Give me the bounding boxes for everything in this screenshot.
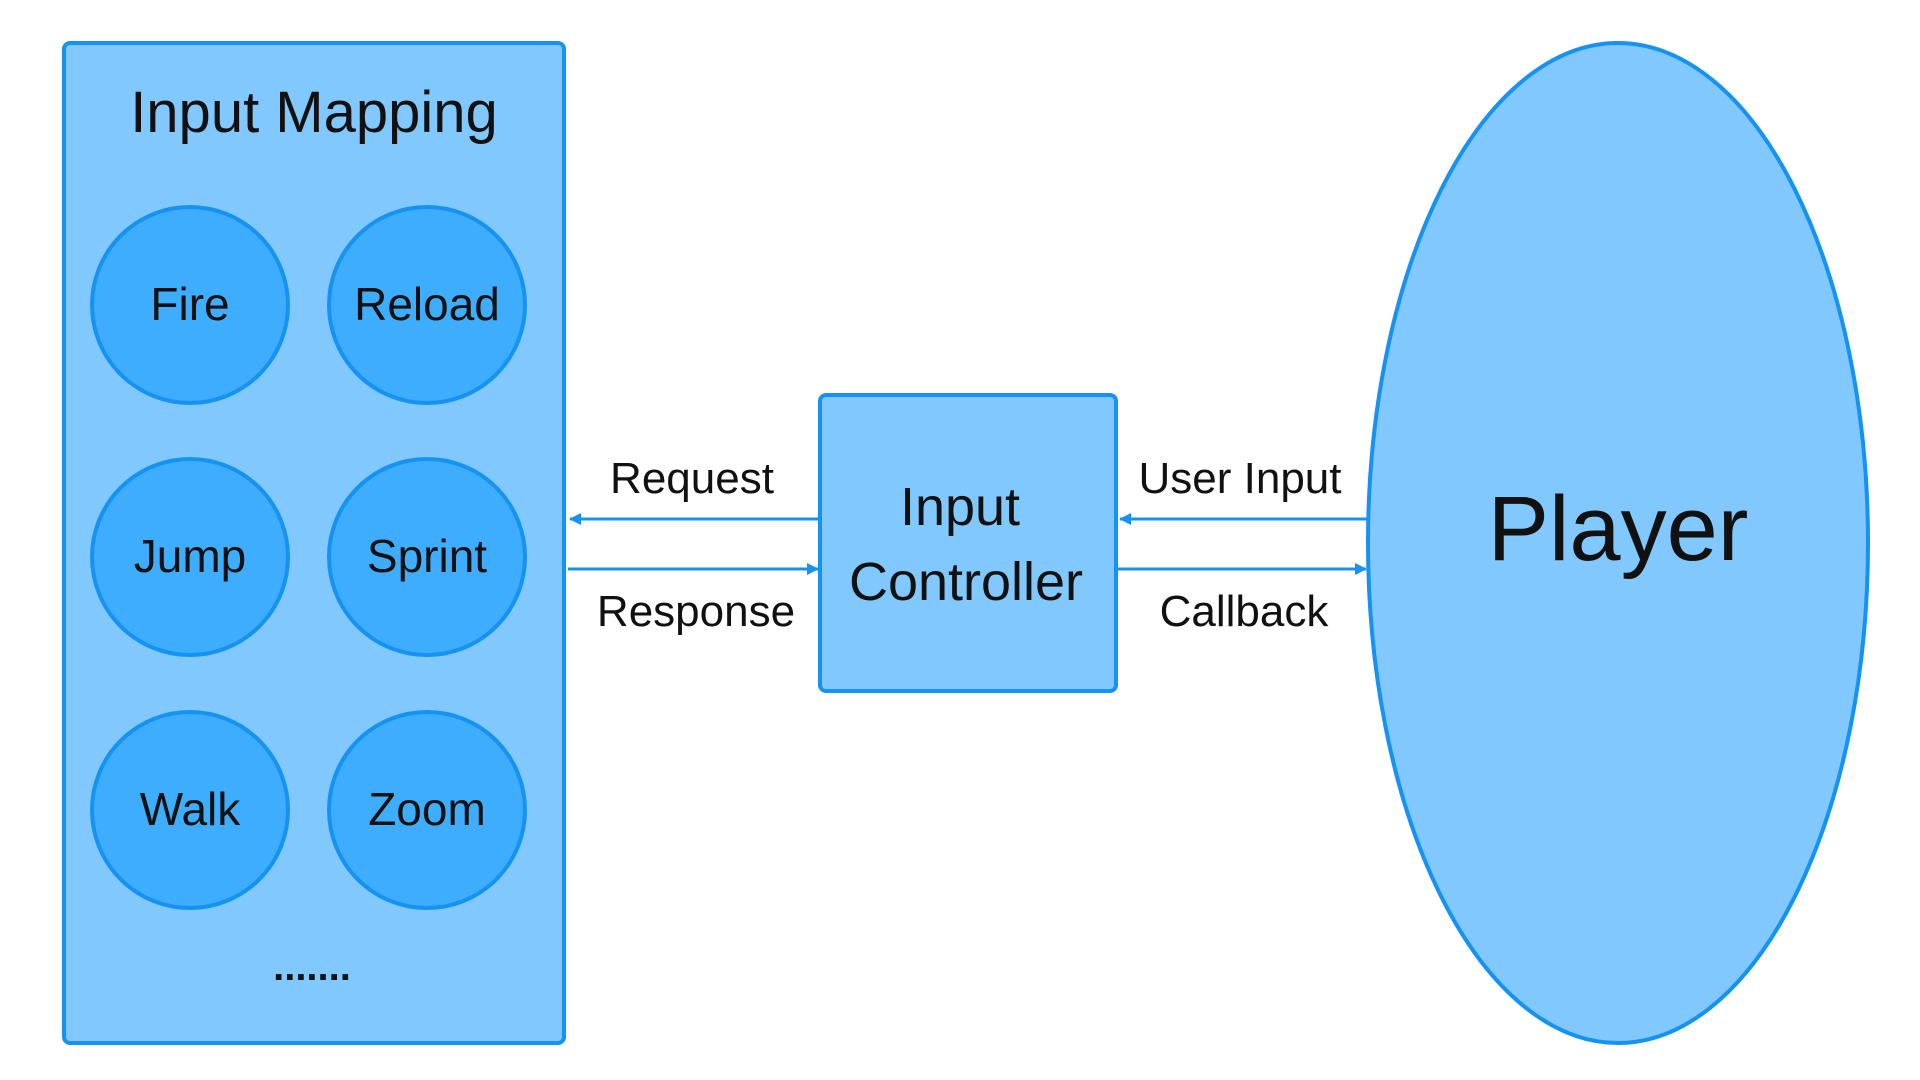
- input-controller: Input Controller: [818, 393, 1118, 693]
- action-fire-label: Fire: [150, 278, 229, 330]
- controller-player-arrows: User Input Callback: [1118, 454, 1368, 636]
- player: Player: [1366, 41, 1870, 1045]
- input-controller-label-line1: Input: [900, 477, 1020, 537]
- input-controller-box: [818, 393, 1118, 693]
- request-label: Request: [610, 454, 774, 503]
- player-label: Player: [1488, 478, 1749, 580]
- user-input-label: User Input: [1139, 454, 1342, 503]
- more-actions-ellipsis: .......: [273, 945, 351, 989]
- input-mapping-title: Input Mapping: [130, 80, 498, 145]
- action-sprint: Sprint: [327, 457, 527, 657]
- action-fire-circle: [90, 205, 290, 405]
- action-zoom-label: Zoom: [368, 783, 486, 835]
- mapping-controller-arrows: Request Response: [568, 454, 819, 636]
- action-zoom: Zoom: [327, 710, 527, 910]
- action-reload-circle: [327, 205, 527, 405]
- action-sprint-label: Sprint: [367, 530, 487, 582]
- action-fire: Fire: [90, 205, 290, 405]
- action-zoom-circle: [327, 710, 527, 910]
- action-walk-label: Walk: [140, 783, 242, 835]
- callback-label: Callback: [1160, 587, 1330, 636]
- action-reload: Reload: [327, 205, 527, 405]
- action-jump: Jump: [90, 457, 290, 657]
- action-jump-circle: [90, 457, 290, 657]
- action-reload-label: Reload: [354, 278, 500, 330]
- response-label: Response: [597, 587, 795, 636]
- player-ellipse: [1366, 41, 1870, 1045]
- action-jump-label: Jump: [134, 530, 246, 582]
- input-controller-label-line2: Controller: [849, 552, 1083, 612]
- action-walk-circle: [90, 710, 290, 910]
- input-mapping-panel: Input Mapping Fire Reload Jump Sprint Wa…: [62, 41, 566, 1045]
- action-sprint-circle: [327, 457, 527, 657]
- action-walk: Walk: [90, 710, 290, 910]
